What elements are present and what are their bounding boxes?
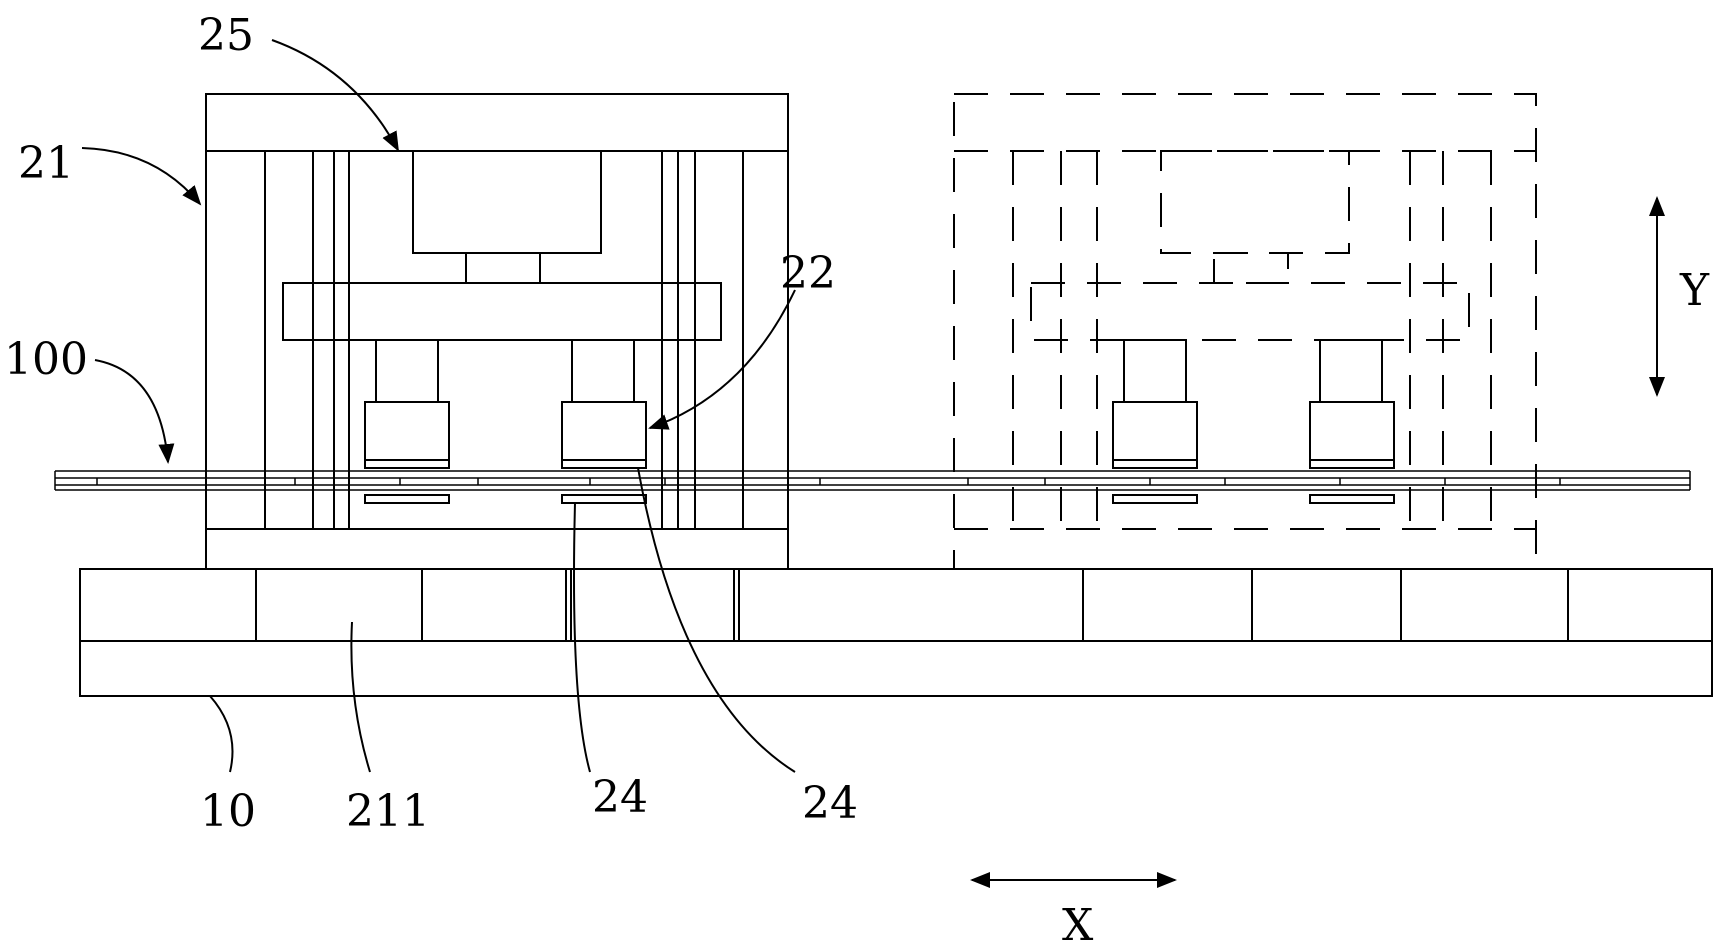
label-24-lower: 24 xyxy=(592,772,648,823)
clamp-frame-dashed xyxy=(953,93,1537,570)
clamp-frame-solid xyxy=(205,93,789,570)
label-21: 21 xyxy=(18,138,74,189)
label-22: 22 xyxy=(780,248,836,299)
label-100: 100 xyxy=(4,334,88,385)
label-10: 10 xyxy=(200,786,256,837)
label-25: 25 xyxy=(198,10,254,61)
axis-label-x: X xyxy=(1062,900,1094,948)
label-211: 211 xyxy=(346,786,430,837)
label-24-upper: 24 xyxy=(802,778,858,829)
base-plate xyxy=(79,568,1713,697)
strip-material xyxy=(54,470,1691,491)
leader-lines xyxy=(81,39,796,773)
axis-label-y: Y xyxy=(1679,265,1710,316)
